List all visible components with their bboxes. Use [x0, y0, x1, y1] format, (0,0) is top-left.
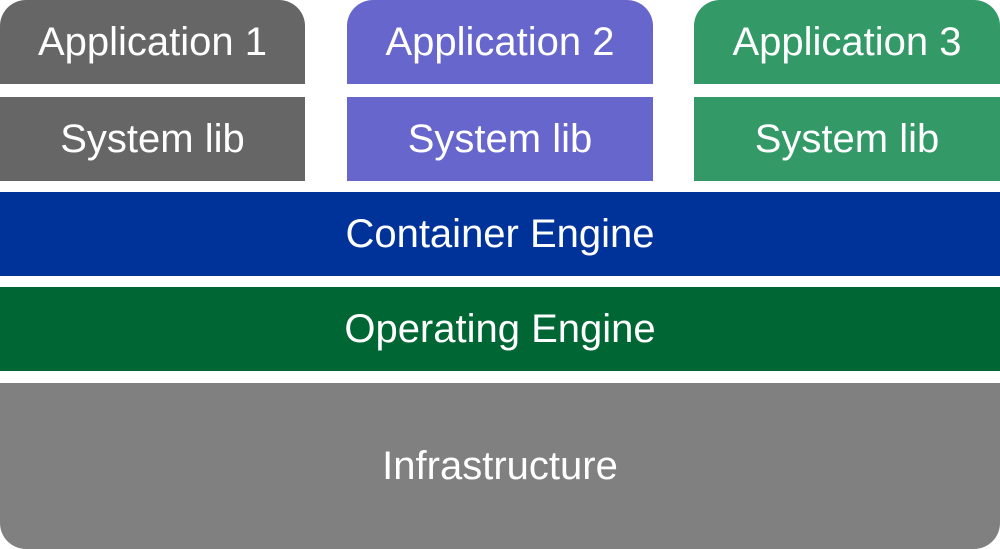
application-1-label: Application 1	[37, 20, 268, 64]
container-engine-label: Container Engine	[345, 212, 655, 256]
system-lib-3-label: System lib	[754, 117, 940, 161]
application-2-label: Application 2	[385, 20, 615, 64]
operating-engine-label: Operating Engine	[344, 307, 656, 351]
operating-engine-layer: Operating Engine	[0, 287, 1000, 371]
infrastructure-layer: Infrastructure	[0, 383, 1000, 549]
application-2-block: Application 2	[347, 0, 653, 84]
system-lib-1-label: System lib	[60, 117, 245, 161]
system-lib-1-block: System lib	[0, 97, 305, 181]
application-3-label: Application 3	[732, 20, 962, 64]
infrastructure-label: Infrastructure	[382, 444, 618, 488]
container-engine-layer: Container Engine	[0, 192, 1000, 276]
system-lib-3-block: System lib	[694, 97, 1000, 181]
system-lib-2-block: System lib	[347, 97, 653, 181]
system-lib-2-label: System lib	[407, 117, 593, 161]
application-1-block: Application 1	[0, 0, 305, 84]
application-3-block: Application 3	[694, 0, 1000, 84]
